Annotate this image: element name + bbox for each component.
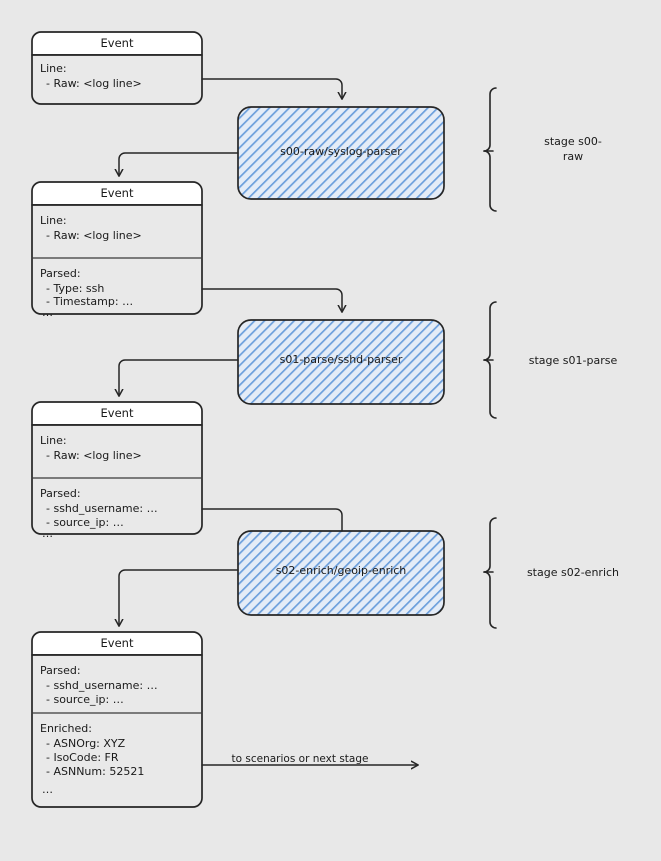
stage-label-line: stage s02-enrich xyxy=(527,566,619,579)
compartment-item: - source_ip: … xyxy=(46,516,124,529)
compartment-ellipsis: … xyxy=(42,527,53,540)
connector-geoip-enrich-to-event-enriched xyxy=(119,569,239,625)
event-parsed-sshd: Event Line: - Raw: <log line> Parsed: - … xyxy=(31,401,203,540)
compartment-heading: Line: xyxy=(40,214,67,227)
compartment-ellipsis: … xyxy=(42,783,53,796)
processor-geoip-enrich: s02-enrich/geoip-enrich xyxy=(237,530,445,616)
event-title: Event xyxy=(101,186,134,200)
event-title: Event xyxy=(101,406,134,420)
connector-event-sshd-to-geoip-enrich xyxy=(201,508,343,532)
compartment-item: - sshd_username: … xyxy=(46,502,158,515)
brace-s00 xyxy=(483,87,497,212)
compartment-item: - Type: ssh xyxy=(46,282,104,295)
processor-sshd-parser: s01-parse/sshd-parser xyxy=(237,319,445,405)
compartment-heading: Parsed: xyxy=(40,487,81,500)
compartment-heading: Parsed: xyxy=(40,664,81,677)
compartment-item: - sshd_username: … xyxy=(46,679,158,692)
connector-syslog-parser-to-event-parsed xyxy=(119,152,239,175)
compartment-heading: Line: xyxy=(40,434,67,447)
processor-label: s01-parse/sshd-parser xyxy=(280,353,403,366)
brace-s02 xyxy=(483,517,497,629)
compartment-heading: Enriched: xyxy=(40,722,92,735)
stage-s02-enrich: stage s02-enrich xyxy=(483,517,619,629)
connector-event-parsed-to-sshd-parser xyxy=(201,288,342,311)
compartment-item: - Raw: <log line> xyxy=(46,77,142,90)
stage-s00-raw: stage s00- raw xyxy=(483,87,602,212)
processor-label: s02-enrich/geoip-enrich xyxy=(276,564,407,577)
stage-label-line: stage s00- xyxy=(544,135,602,148)
compartment-heading: Line: xyxy=(40,62,67,75)
compartment-item: - ASNOrg: XYZ xyxy=(46,737,126,750)
compartment-heading: Parsed: xyxy=(40,267,81,280)
edge-to-scenarios-label: to scenarios or next stage xyxy=(232,753,369,765)
compartment-item: - Raw: <log line> xyxy=(46,229,142,242)
event-parsed-type: Event Line: - Raw: <log line> Parsed: - … xyxy=(31,181,203,319)
compartment-item: - ASNNum: 52521 xyxy=(46,765,144,778)
processor-label: s00-raw/syslog-parser xyxy=(280,145,402,158)
stage-s01-parse: stage s01-parse xyxy=(483,301,618,419)
connector-event-raw-to-syslog-parser xyxy=(201,78,342,98)
compartment-ellipsis: … xyxy=(42,306,53,319)
compartment-item: - IsoCode: FR xyxy=(46,751,119,764)
event-enriched: Event Parsed: - sshd_username: … - sourc… xyxy=(31,631,203,808)
event-raw: Event Line: - Raw: <log line> xyxy=(31,31,203,105)
connector-sshd-parser-to-event-sshd xyxy=(119,359,239,395)
processor-syslog-parser: s00-raw/syslog-parser xyxy=(237,106,445,200)
stage-label-line: raw xyxy=(563,150,583,163)
stage-label-line: stage s01-parse xyxy=(529,354,618,367)
compartment-item: - Raw: <log line> xyxy=(46,449,142,462)
compartment-item: - source_ip: … xyxy=(46,693,124,706)
event-title: Event xyxy=(101,36,134,50)
event-title: Event xyxy=(101,636,134,650)
compartment-item: - Timestamp: … xyxy=(46,295,133,308)
